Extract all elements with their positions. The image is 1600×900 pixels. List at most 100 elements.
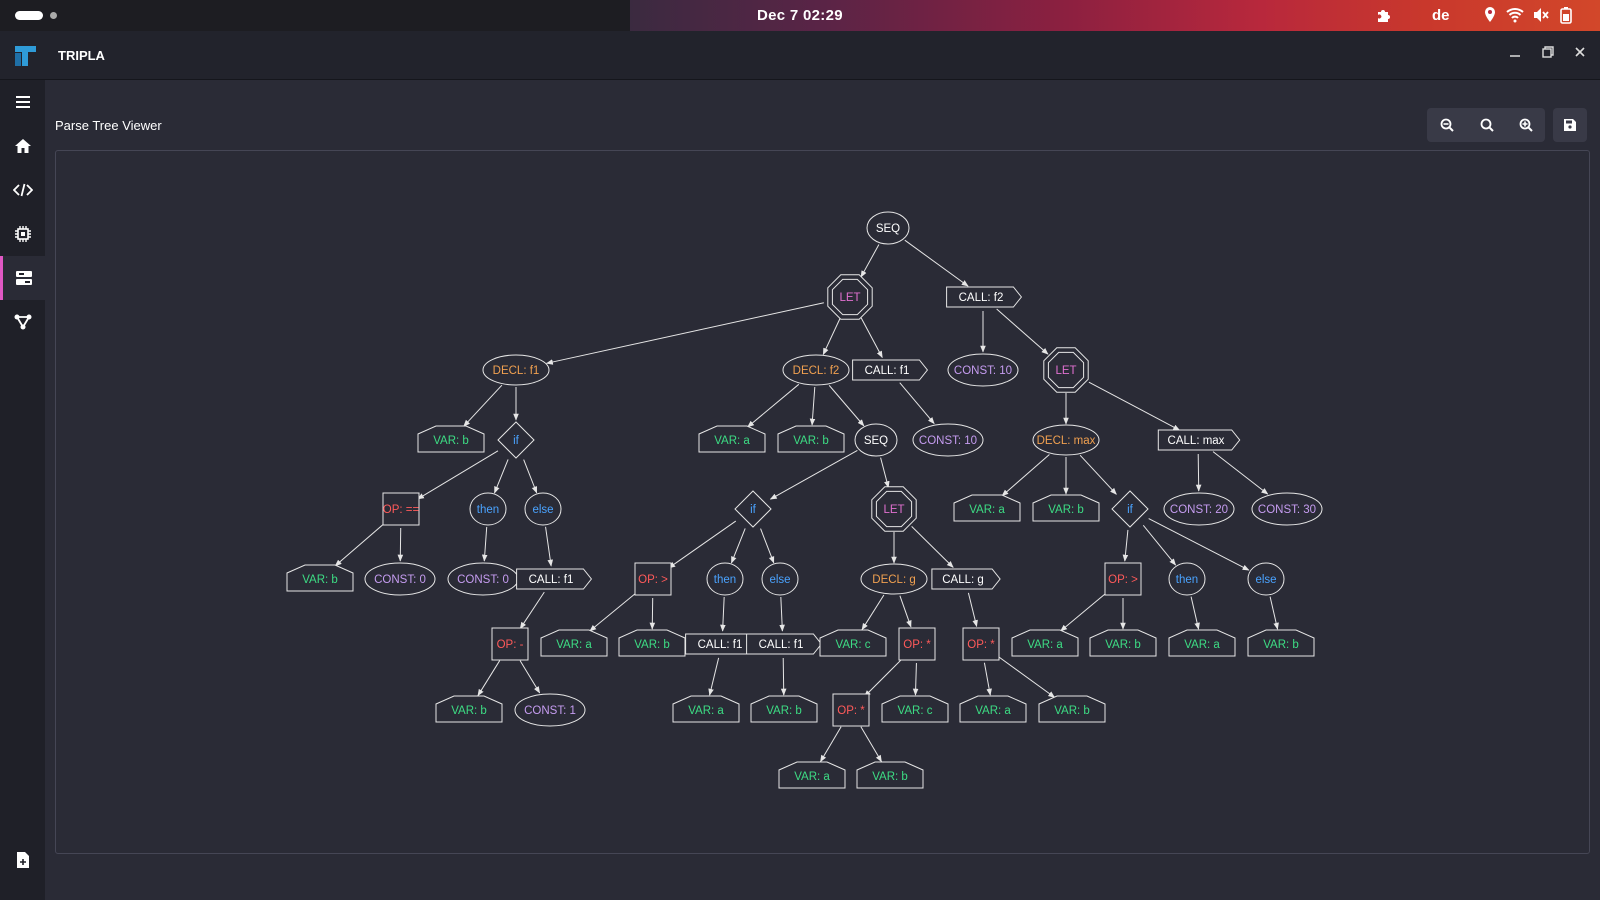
tree-node-label: CALL: f2 xyxy=(959,292,1004,304)
tree-node-if[interactable]: if xyxy=(497,421,535,459)
wifi-icon[interactable] xyxy=(1506,6,1524,25)
minimize-button[interactable] xyxy=(1505,45,1525,65)
tree-node-seq[interactable]: SEQ xyxy=(854,423,898,457)
tree-node-var[interactable]: VAR: b xyxy=(777,425,845,453)
tree-node-var[interactable]: VAR: b xyxy=(1032,494,1100,522)
tree-node-var[interactable]: VAR: b xyxy=(618,629,686,657)
tree-node-let[interactable]: LET xyxy=(871,486,917,532)
save-button[interactable] xyxy=(1553,108,1587,142)
tree-node-decl[interactable]: DECL: f2 xyxy=(782,354,850,386)
menu-icon[interactable] xyxy=(0,80,45,124)
tree-node-var[interactable]: VAR: b xyxy=(856,761,924,789)
graph-icon[interactable] xyxy=(0,300,45,344)
clock[interactable]: Dec 7 02:29 xyxy=(757,7,843,24)
close-button[interactable] xyxy=(1570,45,1590,65)
tree-edge xyxy=(1060,591,1108,632)
tree-node-call[interactable]: CALL: f1 xyxy=(746,633,823,655)
tree-node-var[interactable]: VAR: a xyxy=(672,695,740,723)
tree-node-let[interactable]: LET xyxy=(1043,347,1089,393)
tree-node-const[interactable]: CONST: 1 xyxy=(514,693,586,727)
activities-indicator[interactable] xyxy=(15,11,43,20)
tree-node-var[interactable]: VAR: a xyxy=(1168,629,1236,657)
tree-node-decl[interactable]: DECL: max xyxy=(1032,424,1100,456)
tree-node-label: then xyxy=(477,504,499,516)
tree-node-label: CALL: f1 xyxy=(529,574,574,586)
tree-node-seq[interactable]: SEQ xyxy=(866,211,910,245)
keyboard-language[interactable]: de xyxy=(1432,7,1450,24)
export-file-icon[interactable] xyxy=(0,838,45,882)
tree-node-var[interactable]: VAR: a xyxy=(540,629,608,657)
volume-muted-icon[interactable] xyxy=(1532,6,1550,25)
tree-node-const[interactable]: CONST: 10 xyxy=(947,353,1019,387)
zoom-out-button[interactable] xyxy=(1427,108,1466,142)
tree-edge xyxy=(860,244,880,278)
tree-node-label: LET xyxy=(1055,365,1076,377)
tree-node-kw[interactable]: then xyxy=(706,562,744,596)
tree-node-op[interactable]: OP: * xyxy=(832,693,870,727)
processor-icon[interactable] xyxy=(0,212,45,256)
location-icon[interactable] xyxy=(1483,6,1497,25)
tree-node-const[interactable]: CONST: 20 xyxy=(1163,492,1235,526)
extension-puzzle-icon[interactable] xyxy=(1375,6,1393,25)
tree-edge xyxy=(1088,381,1181,431)
tree-edge xyxy=(545,302,824,365)
tree-node-call[interactable]: CALL: f1 xyxy=(852,359,929,381)
tree-node-call[interactable]: CALL: max xyxy=(1157,429,1241,451)
tree-node-call[interactable]: CALL: f1 xyxy=(516,568,593,590)
tree-node-const[interactable]: CONST: 0 xyxy=(364,562,436,596)
parse-tree-icon[interactable] xyxy=(0,256,45,300)
tree-edge xyxy=(1122,529,1129,562)
tree-node-op[interactable]: OP: == xyxy=(382,492,420,526)
tree-node-const[interactable]: CONST: 10 xyxy=(912,423,984,457)
zoom-reset-button[interactable] xyxy=(1467,108,1506,142)
tree-node-kw[interactable]: else xyxy=(761,562,799,596)
tree-node-call[interactable]: CALL: g xyxy=(931,568,1001,590)
tree-node-var[interactable]: VAR: c xyxy=(881,695,949,723)
code-icon[interactable] xyxy=(0,168,45,212)
tree-node-var[interactable]: VAR: a xyxy=(698,425,766,453)
tree-edge xyxy=(1190,596,1200,630)
tree-edge xyxy=(997,655,1056,698)
tree-node-var[interactable]: VAR: b xyxy=(750,695,818,723)
tree-node-if[interactable]: if xyxy=(1111,490,1149,528)
tree-edge xyxy=(1269,596,1279,630)
tree-node-var[interactable]: VAR: b xyxy=(1038,695,1106,723)
tree-node-const[interactable]: CONST: 0 xyxy=(447,562,519,596)
tree-node-var[interactable]: VAR: a xyxy=(953,494,1021,522)
tree-node-var[interactable]: VAR: b xyxy=(417,425,485,453)
tree-node-var[interactable]: VAR: b xyxy=(435,695,503,723)
tree-node-kw[interactable]: else xyxy=(1247,562,1285,596)
tree-node-var[interactable]: VAR: b xyxy=(286,564,354,592)
tree-node-if[interactable]: if xyxy=(734,490,772,528)
tree-node-op[interactable]: OP: - xyxy=(491,627,529,661)
tree-node-op[interactable]: OP: > xyxy=(634,562,672,596)
tree-node-op[interactable]: OP: * xyxy=(898,627,936,661)
tree-node-op[interactable]: OP: * xyxy=(962,627,1000,661)
tree-node-call[interactable]: CALL: f2 xyxy=(946,286,1023,308)
zoom-in-button[interactable] xyxy=(1506,108,1545,142)
tree-node-var[interactable]: VAR: a xyxy=(778,761,846,789)
tree-node-var[interactable]: VAR: a xyxy=(959,695,1027,723)
tree-node-decl[interactable]: DECL: g xyxy=(860,563,928,595)
maximize-button[interactable] xyxy=(1538,45,1558,65)
tree-node-decl[interactable]: DECL: f1 xyxy=(482,354,550,386)
tree-node-const[interactable]: CONST: 30 xyxy=(1251,492,1323,526)
tree-node-var[interactable]: VAR: b xyxy=(1089,629,1157,657)
home-icon[interactable] xyxy=(0,124,45,168)
tree-node-kw[interactable]: then xyxy=(469,492,507,526)
tree-edge xyxy=(1001,454,1050,497)
tree-node-kw[interactable]: else xyxy=(524,492,562,526)
tree-node-label: VAR: b xyxy=(1054,705,1090,717)
tree-node-var[interactable]: VAR: c xyxy=(819,629,887,657)
tree-node-let[interactable]: LET xyxy=(827,274,873,320)
tree-node-var[interactable]: VAR: b xyxy=(1247,629,1315,657)
tree-node-call[interactable]: CALL: f1 xyxy=(685,633,762,655)
tree-node-kw[interactable]: then xyxy=(1168,562,1206,596)
tree-edge xyxy=(417,450,499,500)
tree-node-op[interactable]: OP: > xyxy=(1104,562,1142,596)
tree-node-var[interactable]: VAR: a xyxy=(1011,629,1079,657)
workspace-dot[interactable] xyxy=(50,12,57,19)
battery-icon[interactable] xyxy=(1559,6,1573,25)
